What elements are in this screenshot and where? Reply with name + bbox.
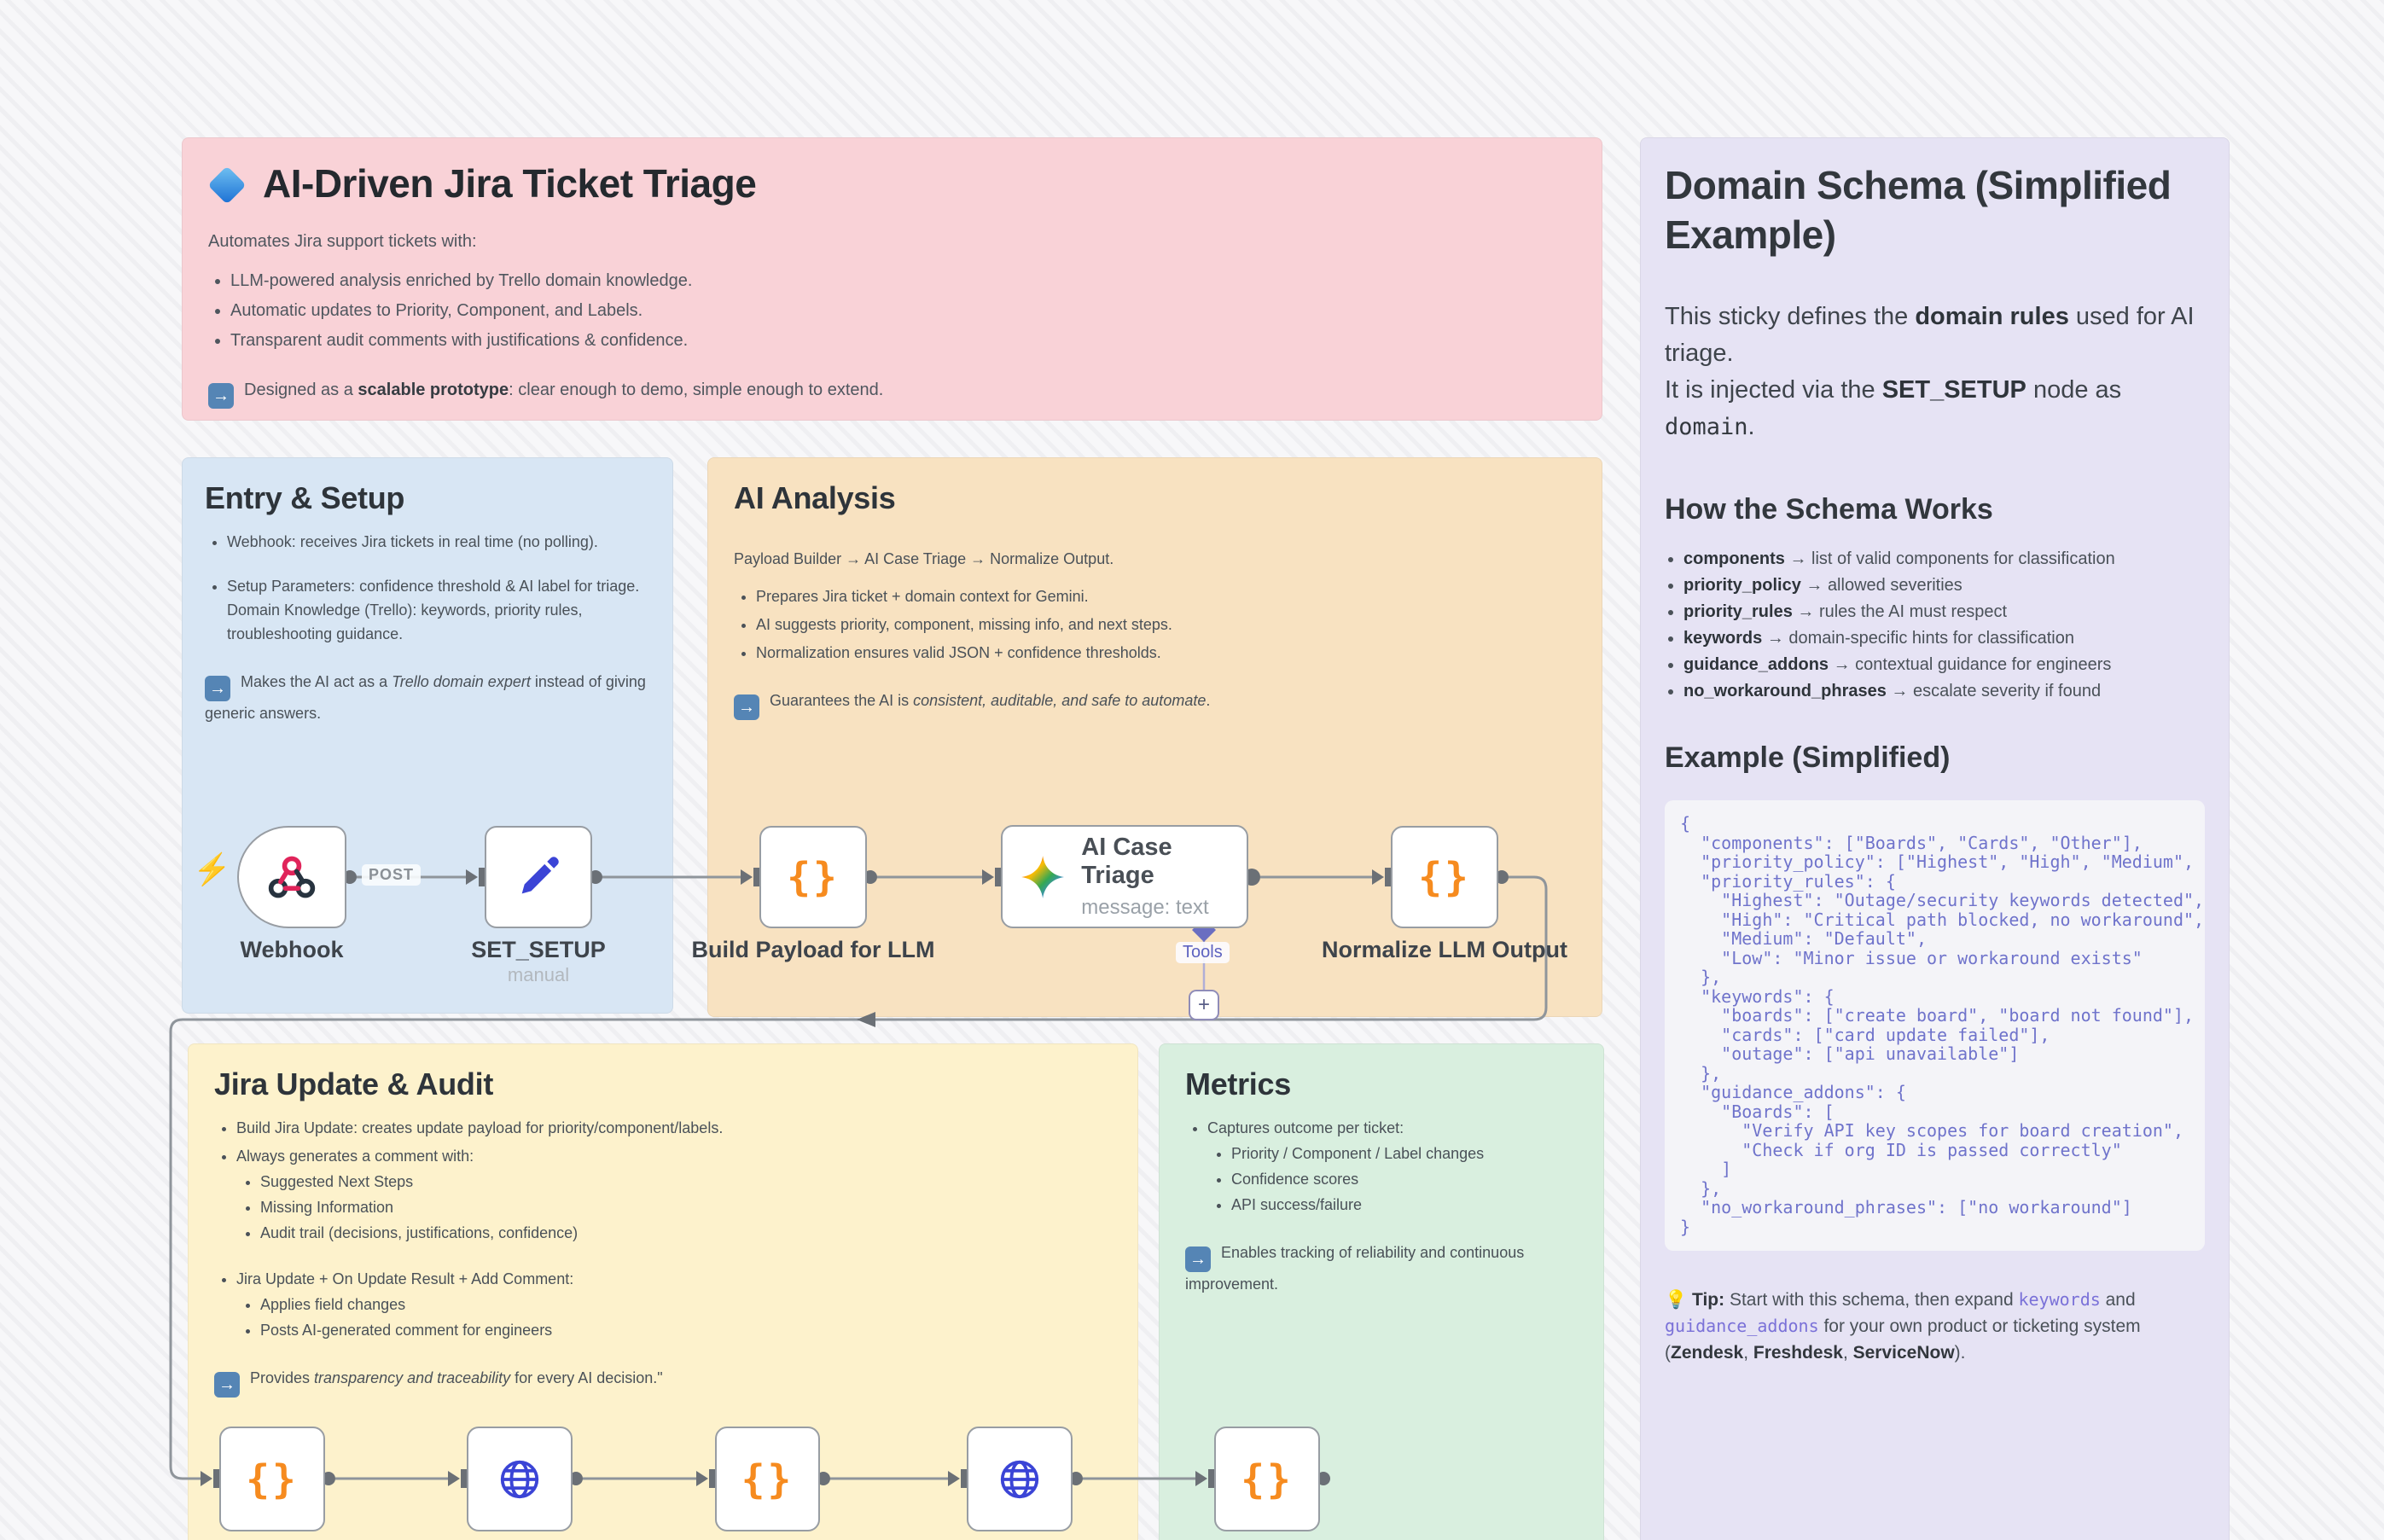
- list-item: Confidence scores: [1231, 1167, 1578, 1191]
- node-ai-case-triage[interactable]: AI Case Triage message: text: [1001, 825, 1248, 928]
- list-item: Missing Information: [260, 1195, 1112, 1219]
- node-build-jira-update[interactable]: {}: [219, 1427, 325, 1531]
- code-braces-icon: {}: [1241, 1456, 1294, 1502]
- sticky-overview-title: AI-Driven Jira Ticket Triage: [263, 161, 757, 206]
- list-item: priority_rules → rules the AI must respe…: [1683, 600, 2205, 625]
- schema-code-block: { "components": ["Boards", "Cards", "Oth…: [1665, 800, 2205, 1251]
- analysis-flow: Payload Builder → AI Case Triage → Norma…: [734, 550, 1114, 567]
- sticky-analysis-title: AI Analysis: [734, 480, 896, 515]
- list-item: Webhook: receives Jira tickets in real t…: [227, 530, 654, 554]
- list-item: Audit trail (decisions, justifications, …: [260, 1221, 1112, 1245]
- sticky-ai-analysis[interactable]: AI Analysis Payload Builder → AI Case Tr…: [707, 457, 1602, 1017]
- node-metrics-output[interactable]: {}: [1214, 1427, 1320, 1531]
- code-braces-icon: {}: [1418, 854, 1471, 900]
- pencil-icon: [521, 857, 559, 894]
- list-item: Always generates a comment with: Suggest…: [236, 1144, 1112, 1245]
- arrow-right-icon: →: [734, 694, 759, 720]
- overview-bullets: LLM-powered analysis enriched by Trello …: [208, 268, 1576, 353]
- list-item: Priority / Component / Label changes: [1231, 1142, 1578, 1165]
- arrow-right-icon: →: [214, 1372, 240, 1398]
- schema-how-title: How the Schema Works: [1665, 493, 1993, 526]
- list-item: AI suggests priority, component, missing…: [756, 613, 1576, 636]
- list-item: Build Jira Update: creates update payloa…: [236, 1116, 1112, 1140]
- sticky-jira-title: Jira Update & Audit: [214, 1066, 494, 1101]
- entry-bullets: Webhook: receives Jira tickets in real t…: [205, 530, 654, 646]
- code-braces-icon: {}: [741, 1456, 794, 1502]
- list-item: guidance_addons → contextual guidance fo…: [1683, 653, 2205, 677]
- node-normalize-output[interactable]: {}: [1391, 826, 1498, 928]
- node-label-webhook: Webhook: [240, 937, 344, 962]
- node-label-set-setup: SET_SETUP: [471, 937, 606, 962]
- metrics-bullets: Captures outcome per ticket: Priority / …: [1185, 1116, 1578, 1217]
- sticky-metrics-title: Metrics: [1185, 1066, 1291, 1101]
- overview-note: →Designed as a scalable prototype: clear…: [208, 377, 1576, 409]
- list-item: Prepares Jira ticket + domain context fo…: [756, 584, 1576, 608]
- metrics-note: →Enables tracking of reliability and con…: [1185, 1244, 1525, 1293]
- schema-example-title: Example (Simplified): [1665, 741, 1951, 774]
- schema-tip: 💡 Tip: Start with this schema, then expa…: [1665, 1289, 2141, 1363]
- node-label-build-payload: Build Payload for LLM: [691, 937, 935, 962]
- sticky-entry-title: Entry & Setup: [205, 480, 405, 515]
- schema-paragraph: This sticky defines the domain rules use…: [1665, 303, 2195, 440]
- list-item: Applies field changes: [260, 1293, 1112, 1316]
- globe-icon: [1000, 1460, 1039, 1498]
- analysis-note: →Guarantees the AI is consistent, audita…: [734, 689, 1576, 720]
- tools-port-label: Tools: [1176, 942, 1230, 963]
- add-tool-button[interactable]: +: [1189, 990, 1219, 1020]
- list-item: priority_policy → allowed severities: [1683, 573, 2205, 598]
- list-item: keywords → domain-specific hints for cla…: [1683, 626, 2205, 651]
- list-item: Setup Parameters: confidence threshold &…: [227, 574, 654, 646]
- node-title-ai-case-triage: AI Case Triage: [1081, 834, 1172, 889]
- trigger-lightning-icon: ⚡: [193, 851, 231, 886]
- node-webhook[interactable]: [237, 826, 346, 928]
- list-item: components → list of valid components fo…: [1683, 547, 2205, 572]
- schema-how-list: components → list of valid components fo…: [1665, 547, 2205, 704]
- entry-note: →Makes the AI act as a Trello domain exp…: [205, 673, 646, 722]
- node-set-setup[interactable]: [485, 826, 592, 928]
- gemini-icon: [1021, 855, 1065, 898]
- node-subtitle-message-text: message: text: [1081, 896, 1209, 919]
- list-item: Transparent audit comments with justific…: [230, 328, 1576, 353]
- list-item: Normalization ensures valid JSON + confi…: [756, 641, 1576, 665]
- list-item: no_workaround_phrases → escalate severit…: [1683, 679, 2205, 704]
- code-braces-icon: {}: [246, 1456, 299, 1502]
- sticky-schema-title: Domain Schema (Simplified Example): [1665, 163, 2172, 257]
- list-item: API success/failure: [1231, 1193, 1578, 1217]
- bulb-icon: 💡: [1665, 1290, 1688, 1310]
- jira-bullets: Build Jira Update: creates update payloa…: [214, 1116, 1112, 1342]
- arrow-right-icon: →: [1185, 1247, 1211, 1272]
- jira-note: →Provides transparency and traceability …: [214, 1366, 1112, 1398]
- list-item: LLM-powered analysis enriched by Trello …: [230, 268, 1576, 293]
- node-build-payload[interactable]: {}: [759, 826, 867, 928]
- analysis-bullets: Prepares Jira ticket + domain context fo…: [734, 584, 1576, 665]
- arrow-right-icon: →: [208, 383, 234, 409]
- node-jira-update-http[interactable]: [467, 1427, 573, 1531]
- list-item: Automatic updates to Priority, Component…: [230, 298, 1576, 323]
- list-item: Captures outcome per ticket: Priority / …: [1207, 1116, 1578, 1217]
- node-sublabel-manual: manual: [507, 964, 570, 985]
- sticky-domain-schema[interactable]: Domain Schema (Simplified Example) This …: [1640, 137, 2230, 1540]
- list-item: Jira Update + On Update Result + Add Com…: [236, 1267, 1112, 1342]
- code-braces-icon: {}: [787, 854, 840, 900]
- node-label-normalize: Normalize LLM Output: [1322, 937, 1567, 962]
- list-item: Suggested Next Steps: [260, 1170, 1112, 1194]
- list-item: Posts AI-generated comment for engineers: [260, 1318, 1112, 1342]
- blue-diamond-icon: [207, 166, 247, 205]
- webhook-method-badge: POST: [362, 864, 422, 886]
- globe-icon: [500, 1460, 539, 1498]
- arrow-right-icon: →: [205, 676, 230, 701]
- node-build-comment[interactable]: {}: [715, 1427, 820, 1531]
- node-add-comment-http[interactable]: [967, 1427, 1073, 1531]
- webhook-icon: [268, 856, 316, 898]
- overview-intro: Automates Jira support tickets with:: [208, 232, 477, 251]
- sticky-overview[interactable]: AI-Driven Jira Ticket Triage Automates J…: [182, 137, 1602, 421]
- sticky-entry-setup[interactable]: Entry & Setup Webhook: receives Jira tic…: [182, 457, 673, 1014]
